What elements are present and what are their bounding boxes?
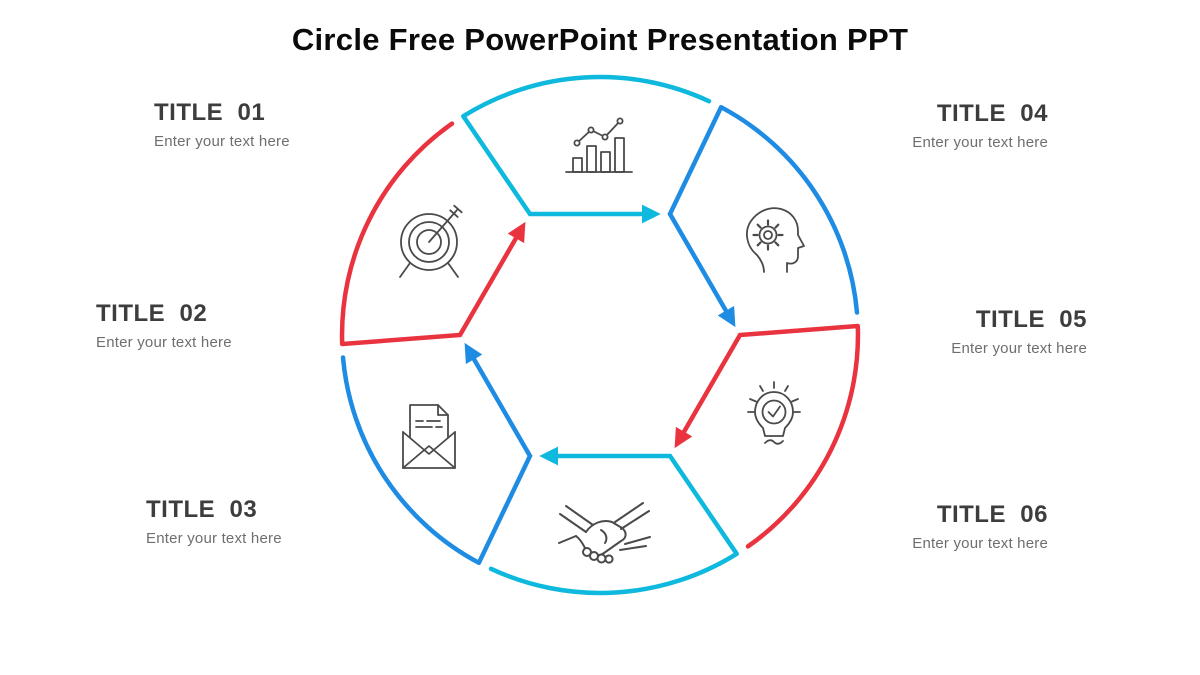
open-mail-icon [402,404,456,469]
slide-heading: Circle Free PowerPoint Presentation PPT [291,22,909,57]
segment-top [461,74,712,214]
label-title-1: TITLE 01 [154,99,266,126]
label-placeholder-4: Enter your text here [912,134,1048,152]
label-title-4: TITLE 04 [936,100,1048,127]
label-block-2: TITLE 02 Enter your text here [96,300,232,352]
segment-top-left [339,121,522,347]
label-block-1: TITLE 01 Enter your text here [154,99,290,151]
label-block-3: TITLE 03 Enter your text here [146,496,282,548]
label-title-5: TITLE 05 [975,306,1087,333]
target-arrow-icon [399,204,463,278]
segment-bottom-left [340,350,533,566]
label-block-4: TITLE 04 Enter your text here [912,100,1048,152]
segment-bottom [488,456,739,596]
segment-top-right [667,104,860,320]
label-placeholder-5: Enter your text here [951,340,1087,358]
label-title-2: TITLE 02 [96,300,208,327]
label-block-5: TITLE 05 Enter your text here [951,306,1087,358]
head-gear-icon [746,207,805,273]
label-title-3: TITLE 03 [146,496,258,523]
segment-bottom-right [678,323,861,549]
handshake-icon [558,502,651,564]
label-placeholder-3: Enter your text here [146,530,282,548]
label-placeholder-6: Enter your text here [912,535,1048,553]
growth-chart-icon [565,117,633,173]
lightbulb-check-icon [747,381,801,445]
label-block-6: TITLE 06 Enter your text here [912,501,1048,553]
label-title-6: TITLE 06 [936,501,1048,528]
label-placeholder-1: Enter your text here [154,133,290,151]
label-placeholder-2: Enter your text here [96,334,232,352]
